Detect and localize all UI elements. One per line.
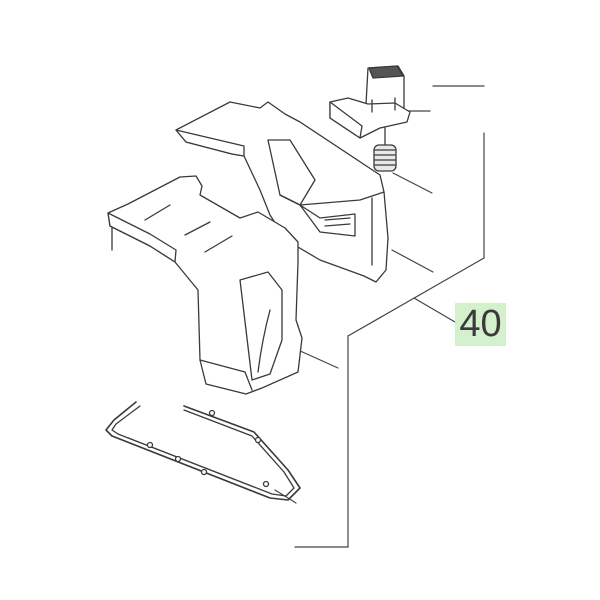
leader-bracket: [274, 85, 485, 548]
spring: [373, 144, 397, 172]
lower-housing-frame: [107, 175, 303, 395]
upper-cover-housing: [175, 101, 389, 283]
seal-gasket: [105, 401, 301, 501]
button-cap: [329, 65, 411, 146]
part-number-callout: 40: [455, 303, 506, 346]
